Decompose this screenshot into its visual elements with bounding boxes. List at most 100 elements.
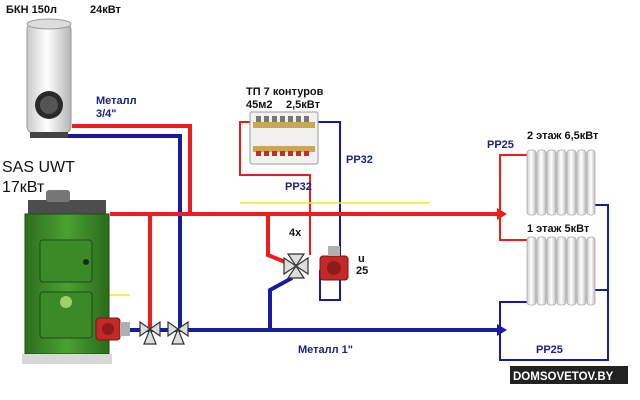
manifold-valve bbox=[304, 116, 309, 122]
manifold-valve bbox=[264, 116, 269, 122]
radiator-section bbox=[566, 236, 577, 306]
radiator-lower bbox=[526, 236, 596, 306]
radiator-upper-label: 2 этаж 6,5кВт bbox=[527, 130, 599, 142]
manifold-valve bbox=[296, 116, 301, 122]
radiator-section bbox=[556, 149, 567, 216]
floor-heating-return bbox=[318, 121, 341, 301]
pp25-supply-down bbox=[499, 214, 527, 241]
radiator-section bbox=[546, 236, 557, 306]
radiator-section bbox=[576, 149, 587, 216]
radiator-upper bbox=[526, 149, 596, 216]
boiler-power: 17кВт bbox=[2, 179, 45, 196]
manifold-cap bbox=[304, 151, 309, 156]
pump-boiler-head bbox=[120, 322, 130, 336]
boiler-handle bbox=[83, 259, 89, 265]
pump-label-25: 25 bbox=[356, 265, 368, 277]
tank-base bbox=[30, 132, 68, 138]
tank-power: 24кВт bbox=[90, 4, 122, 16]
four-way-mixing-valve bbox=[283, 253, 309, 279]
pump-label-u: u bbox=[358, 253, 365, 265]
supply-pipe-valve bbox=[266, 214, 286, 264]
valve-4x-left bbox=[283, 256, 298, 276]
boiler-top-cap bbox=[28, 200, 106, 214]
radiator-section bbox=[586, 236, 596, 306]
manifold-cap bbox=[296, 151, 301, 156]
arrow-return bbox=[497, 324, 507, 336]
pipe-label-pp32-right: РР32 bbox=[346, 154, 373, 166]
valve-1-bottom bbox=[143, 327, 157, 345]
manifold-bar-bottom bbox=[253, 146, 315, 152]
manifold-valve bbox=[280, 116, 285, 122]
supply-thin-pipes bbox=[239, 121, 527, 255]
boiler-motor bbox=[46, 190, 70, 202]
valve-2-left bbox=[167, 320, 180, 338]
manifold-valve bbox=[288, 116, 293, 122]
valve-4x-right bbox=[294, 256, 309, 276]
valve-2-right bbox=[176, 320, 189, 338]
manifold-cap bbox=[256, 151, 261, 156]
water-heater-tank bbox=[26, 18, 72, 138]
radiator-section bbox=[566, 149, 577, 216]
valve-2-bottom bbox=[171, 327, 185, 345]
watermark-box bbox=[510, 366, 628, 384]
radiator-section bbox=[586, 149, 596, 216]
pump-floor bbox=[319, 246, 349, 281]
radiator-section bbox=[526, 149, 537, 216]
flow-arrows bbox=[497, 208, 507, 336]
pipe-label-metal-34: Металл bbox=[96, 95, 137, 107]
solid-fuel-boiler bbox=[22, 190, 112, 364]
supply-pipe-tank bbox=[72, 124, 192, 215]
tank-top bbox=[26, 18, 72, 30]
radiator-section bbox=[576, 236, 587, 306]
pump-boiler-impeller bbox=[102, 323, 114, 335]
floor-heating-power: 2,5кВт bbox=[286, 99, 321, 111]
floor-heating-title: ТП 7 контуров bbox=[246, 86, 324, 98]
arrow-supply bbox=[497, 208, 507, 220]
pipe-label-metal-1: Металл 1" bbox=[298, 344, 353, 356]
boiler-door-upper bbox=[39, 239, 93, 283]
pipe-label-metal-34-size: 3/4" bbox=[96, 108, 117, 120]
pump-floor-impeller bbox=[327, 261, 341, 275]
radiator-section bbox=[546, 149, 557, 216]
manifold-bar-top bbox=[253, 122, 315, 128]
boiler-model: SAS UWT bbox=[2, 159, 75, 176]
valve-4x-top bbox=[286, 253, 306, 268]
radiator-section bbox=[536, 236, 547, 306]
pipe-label-pp25-bottom: РР25 bbox=[536, 344, 563, 356]
watermark: DOMSOVETOV.BY bbox=[510, 366, 628, 384]
tank-label: БКН 150л bbox=[6, 4, 57, 16]
manifold-valves bbox=[256, 116, 309, 122]
floor-heating-manifold bbox=[249, 111, 319, 165]
radiator-section bbox=[526, 236, 537, 306]
radiator-section bbox=[556, 236, 567, 306]
valve-4x-label: 4х bbox=[289, 227, 302, 239]
tank-flange-inner bbox=[40, 96, 58, 114]
pump-boiler bbox=[95, 317, 130, 341]
manifold-caps bbox=[256, 151, 309, 156]
radiator-section bbox=[536, 149, 547, 216]
boiler-logo bbox=[60, 296, 72, 308]
pp25-supply-up bbox=[499, 154, 527, 214]
valve-1-left bbox=[139, 320, 152, 338]
boiler-door-lower bbox=[39, 291, 93, 339]
three-way-valve-2 bbox=[167, 320, 189, 345]
boiler-base bbox=[22, 354, 112, 364]
valve-4x-bottom bbox=[286, 264, 306, 279]
floor-heating-area: 45м2 bbox=[246, 99, 273, 111]
manifold-valve bbox=[272, 116, 277, 122]
manifold-cap bbox=[280, 151, 285, 156]
manifold-cap bbox=[272, 151, 277, 156]
pipe-label-pp32-left: РР32 bbox=[285, 181, 312, 193]
return-pipe-pump-loop bbox=[268, 276, 293, 330]
watermark-text: DOMSOVETOV.BY bbox=[513, 371, 614, 383]
manifold-valve bbox=[256, 116, 261, 122]
three-way-valve-1 bbox=[139, 320, 161, 345]
radiator-lower-label: 1 этаж 5кВт bbox=[527, 223, 590, 235]
pp25-return-line bbox=[499, 204, 609, 361]
pipe-label-pp25-top: РР25 bbox=[487, 139, 514, 151]
supply-pipes bbox=[72, 124, 500, 330]
manifold-cap bbox=[264, 151, 269, 156]
return-pipe-lower-radiator bbox=[499, 301, 527, 330]
manifold-cap bbox=[288, 151, 293, 156]
